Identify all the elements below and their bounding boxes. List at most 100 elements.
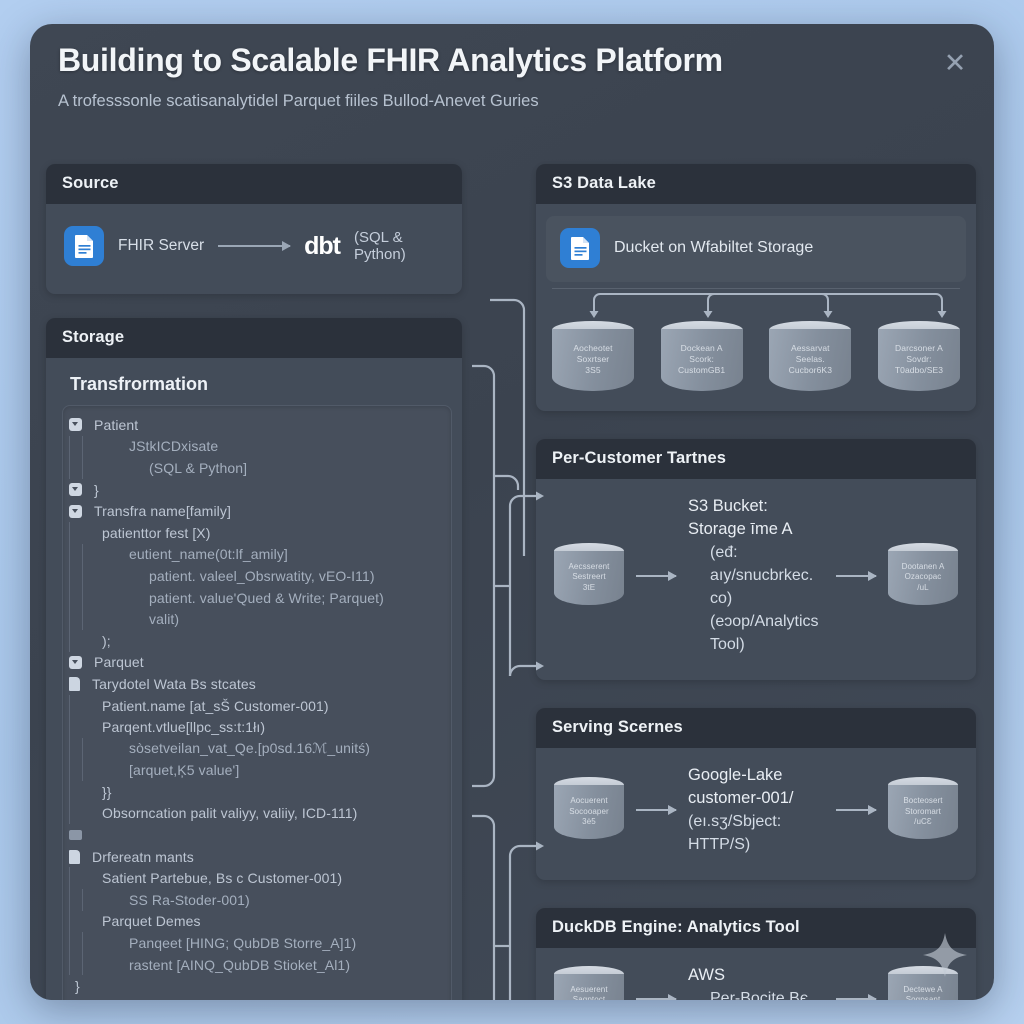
indent-guide [82, 759, 83, 782]
code-line: Satient Partebue, Bs c Customer-001) [69, 867, 441, 890]
code-text: patient. valeel_Obsrwatity, vEO-I11) [149, 567, 375, 584]
code-text: }} [102, 783, 112, 800]
code-line: SS Ra-Stoder-001) [69, 889, 441, 911]
sparkle-icon [923, 933, 967, 977]
page-title: Building to Scalable FHIR Analytics Plat… [58, 42, 723, 78]
code-text: Patient.name [at_sŠ Customer-001) [102, 697, 329, 714]
code-line: Obsorncation palit valiyy, valiiy, ICD-1… [69, 802, 441, 825]
indent-guide [69, 608, 70, 630]
chevron-down-icon[interactable] [69, 655, 82, 669]
indent-guide [82, 457, 83, 479]
document-icon [560, 228, 600, 268]
code-line: patienttor fest [X) [69, 521, 441, 544]
object-storage-row: Ducket on Wfabiltet Storage [546, 216, 966, 282]
code-text: [arquet,Ķ5 value'] [129, 762, 240, 779]
indent-guide [82, 737, 83, 760]
duckdb-text: AWS Per-Bocite Bє Customer-004) [688, 964, 824, 1000]
duckdb-flow-row: AesuerentSaqptoct3ıs AWS Per-Bocite Bє C… [550, 958, 962, 1000]
code-line: Parquet Demes [69, 910, 441, 933]
chevron-down-icon[interactable] [69, 504, 82, 518]
indent-guide [69, 457, 70, 479]
code-line: Parqent.vtlue[llpc_ss:t:1łı) [69, 716, 441, 738]
code-line: Drfereatn mants [69, 846, 441, 868]
page-subtitle: A trofesssonle scatisanalytidel Parquet … [58, 92, 539, 110]
code-line: Transfra name[family] [69, 500, 441, 522]
serving-heading: Serving Scernes [536, 708, 976, 748]
code-line: } [69, 479, 441, 501]
flow-arrow-icon [836, 805, 877, 815]
s3-data-lake-heading: S3 Data Lake [536, 164, 976, 204]
indent-guide [69, 521, 70, 544]
code-line: (SQL & Python] [69, 457, 441, 479]
indent-guide [69, 910, 70, 933]
indent-guide [82, 889, 83, 911]
code-text: Parquet Demes [102, 913, 201, 930]
flow-arrow-icon [836, 993, 877, 1000]
partitions-line-2: (eđ: aıy/snucbrkec. co) [710, 544, 814, 607]
duckdb-body: AesuerentSaqptoct3ıs AWS Per-Bocite Bє C… [536, 948, 976, 1000]
close-icon[interactable]: ✕ [943, 47, 967, 78]
source-bucket-icon: AesuerentSaqptoct3ıs [554, 965, 624, 1001]
dbt-logo: dbt [304, 231, 341, 260]
source-card-heading: Source [46, 164, 462, 204]
code-line: Tarydotel Wata Bs stcates [69, 673, 441, 695]
code-text: patient. value'Qued & Write; Parquet) [149, 589, 384, 606]
partitions-line-1: S3 Bucket: Storage īme A [688, 497, 793, 538]
code-line: eutient_name(0t:lf_amily] [69, 543, 441, 566]
indent-guide [69, 694, 70, 717]
indent-guide [69, 716, 70, 738]
indent-guide [69, 781, 70, 803]
indent-guide [69, 759, 70, 782]
code-text: } [75, 978, 80, 995]
file-icon [69, 676, 80, 691]
chevron-down-icon[interactable] [69, 483, 82, 497]
duckdb-line-2: Per-Bocite Bє Customer-004) [710, 990, 808, 1000]
indent-guide [82, 586, 83, 609]
per-customer-partitions-heading: Per-Customer Tartnes [536, 439, 976, 479]
code-text: sòsetveilan_vat_Qe.[p0sd.16ℳ_unitś) [129, 740, 371, 757]
storage-card-heading: Storage [46, 318, 462, 358]
code-text: Obsorncation palit valiyy, valiiy, ICD-1… [102, 805, 358, 822]
code-text: rastent [AINQ_QubDB Stioket_Al1) [129, 956, 351, 973]
code-text: eutient_name(0t:lf_amily] [129, 546, 288, 563]
left-column: Source [46, 164, 462, 1000]
serving-line-1: Google-Lake customer-001/ [688, 766, 794, 807]
code-text: Parquet [94, 654, 144, 671]
code-line: JStkICDxisate [69, 435, 441, 458]
source-card: Source [46, 164, 462, 294]
code-text: JStkICDxisate [129, 438, 219, 455]
code-line: rastent [AINQ_QubDB Stioket_Al1) [69, 953, 441, 976]
duckdb-heading: DuckDB Engine: Analytics Tool [536, 908, 976, 948]
code-line: Patient [69, 414, 441, 436]
flow-arrow-icon [636, 993, 677, 1000]
chevron-down-icon[interactable] [69, 418, 82, 432]
bucket-label: AesuerentSaqptoct3ıs [570, 984, 608, 1001]
source-flow-row: FHIR Server dbt (SQL & Python) [62, 220, 446, 276]
indent-guide [82, 608, 83, 630]
serving-text: Google-Lake customer-001/ (eı.sʒ/Sbject:… [688, 764, 824, 856]
code-text: ); [102, 632, 111, 649]
serving-line-2: (eı.sʒ/Sbject: HTTP/S) [688, 813, 782, 853]
code-line: patient. value'Qued & Write; Parquet) [69, 586, 441, 609]
indent-guide [82, 932, 83, 954]
code-text: valit) [149, 611, 180, 628]
flow-arrow-icon [636, 805, 677, 815]
indent-guide [82, 565, 83, 587]
diagram-body: Source [30, 140, 994, 1000]
indent-guide [69, 565, 70, 587]
